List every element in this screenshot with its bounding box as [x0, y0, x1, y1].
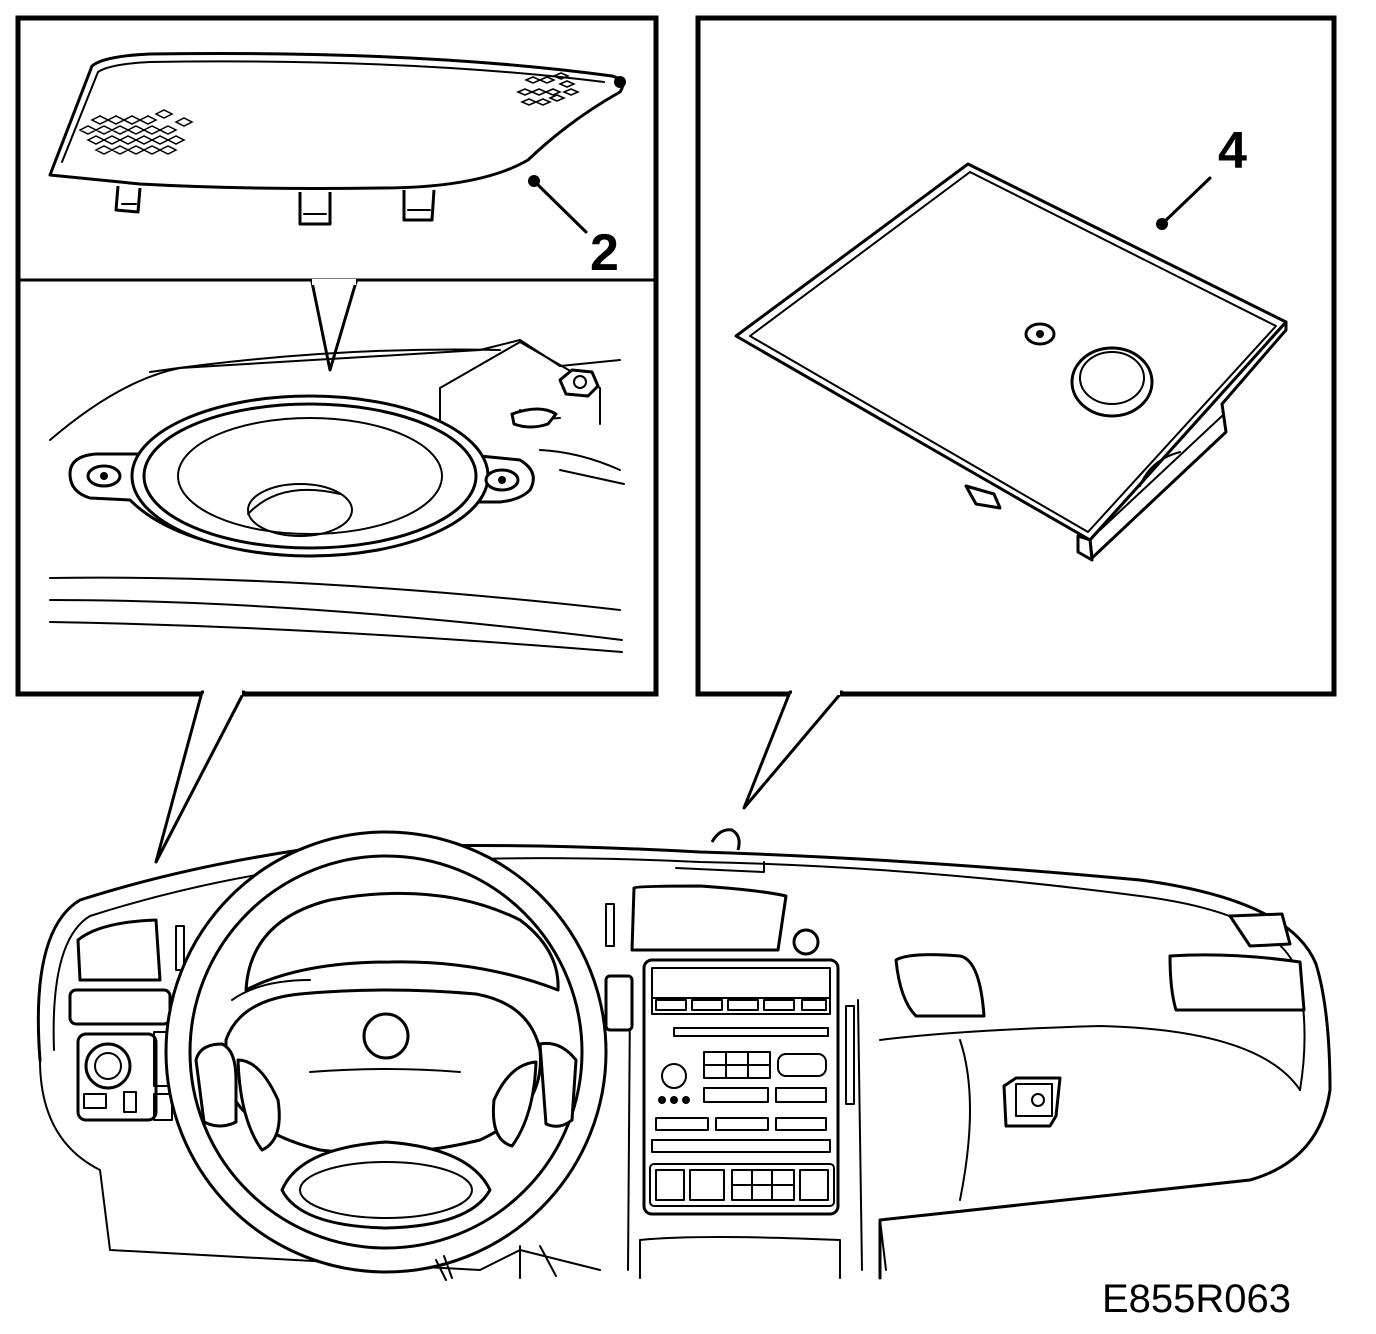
solar-sensor-cover — [734, 162, 1288, 562]
callout-4-label: 4 — [1218, 122, 1247, 180]
callout-2: 2 — [528, 175, 619, 282]
callout-2-label: 2 — [590, 224, 619, 282]
callout-4: 4 — [1156, 122, 1247, 230]
right-balloon-pointer — [742, 689, 844, 810]
steering-wheel — [164, 830, 608, 1274]
dashboard-speaker — [49, 339, 625, 653]
right-detail-panel: 4 — [695, 15, 1337, 697]
left-balloon-pointer — [154, 689, 246, 864]
grille-clips — [114, 185, 436, 226]
center-console — [435, 884, 863, 1281]
grille-perforations-left — [78, 109, 194, 155]
figure-code: E855R063 — [1102, 1277, 1291, 1321]
speaker-grille-cover — [48, 51, 626, 226]
dashboard-overview — [36, 828, 1332, 1281]
left-detail-panel: 2 — [15, 15, 659, 697]
grille-perforations-right — [516, 72, 580, 106]
